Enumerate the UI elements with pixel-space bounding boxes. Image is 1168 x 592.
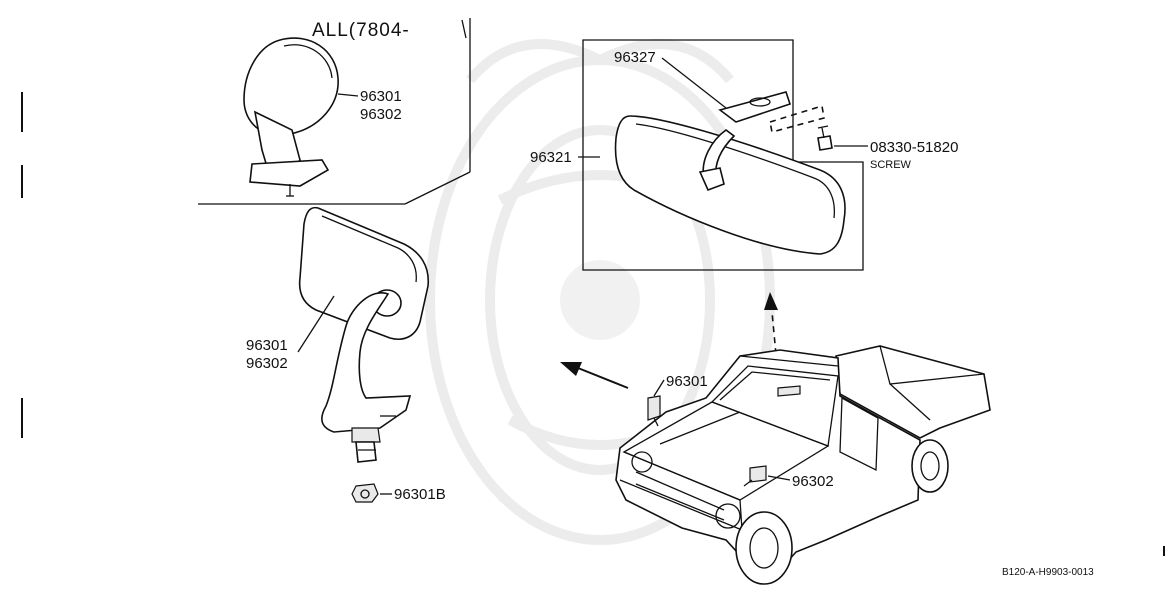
inner-mirror-drawing xyxy=(614,91,846,255)
direction-arrow-up xyxy=(764,292,779,377)
door-mirror-drawing xyxy=(298,206,429,463)
door-mirror-part-a: 96301 xyxy=(246,337,288,354)
screw-part: 08330-51820 xyxy=(870,139,958,156)
pickup-truck-drawing xyxy=(615,345,991,585)
margin-ticks xyxy=(21,92,1165,556)
nut-part: 96301B xyxy=(394,486,446,503)
direction-arrow-left xyxy=(560,362,629,389)
nut-drawing xyxy=(351,483,379,503)
inner-mirror-inset xyxy=(582,39,864,271)
truck-left-mirror-part: 96301 xyxy=(666,373,708,390)
door-mirror-part-b: 96302 xyxy=(246,355,288,372)
screw-drawing xyxy=(817,125,833,151)
inner-mirror-part: 96321 xyxy=(530,149,572,166)
truck-right-mirror-part: 96302 xyxy=(792,473,834,490)
image-code: B120-A-H9903-0013 xyxy=(1002,567,1094,578)
bracket-part: 96327 xyxy=(614,49,656,66)
all-date-label: ALL(7804- xyxy=(312,20,410,41)
upper-mirror-inset: ALL(7804- 96301 96302 xyxy=(198,18,471,205)
screw-label: SCREW xyxy=(870,159,912,171)
upper-mirror-part-b: 96302 xyxy=(360,106,402,123)
upper-mirror-drawing xyxy=(243,37,339,197)
upper-mirror-part-a: 96301 xyxy=(360,88,402,105)
